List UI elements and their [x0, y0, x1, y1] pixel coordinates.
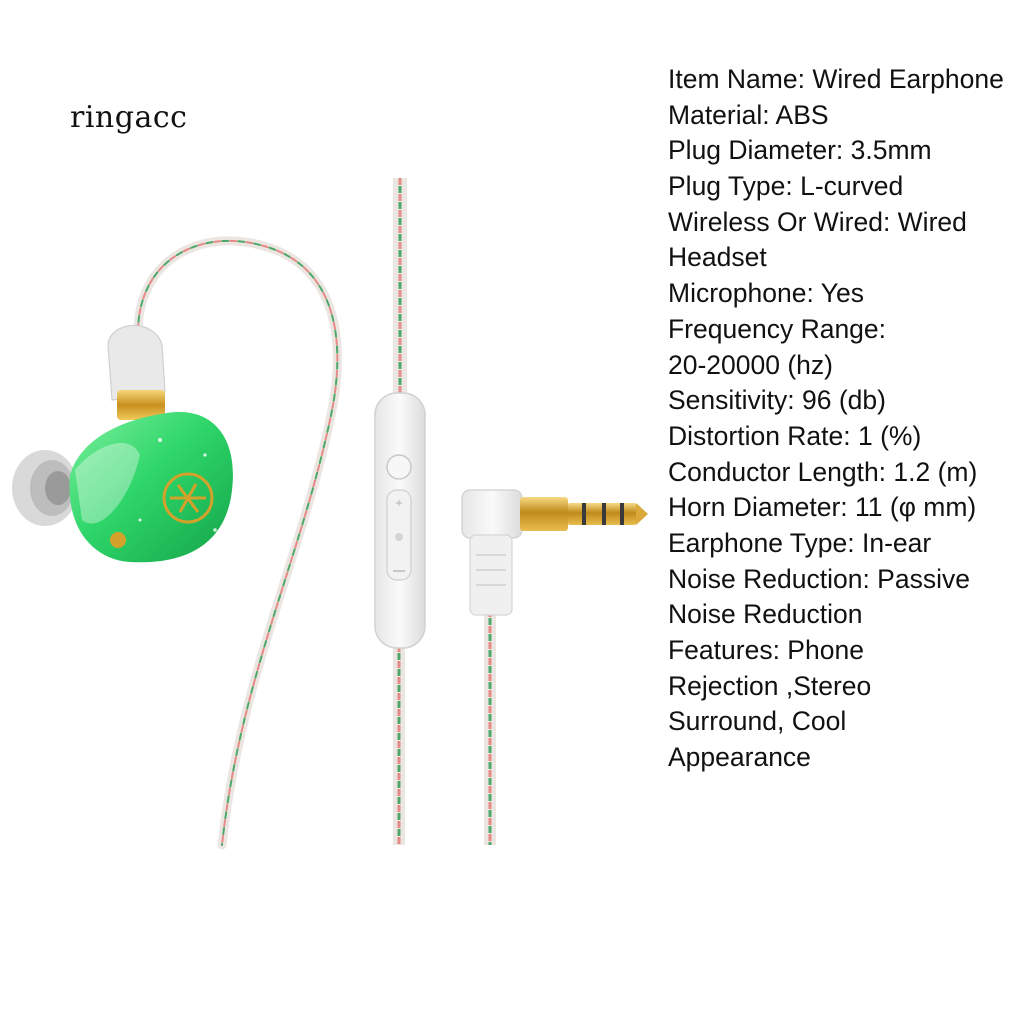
spec-list: Item Name: Wired Earphone Material: ABS … — [668, 62, 1024, 776]
earphone-shell — [69, 411, 233, 563]
brand-watermark: ringacc — [70, 100, 188, 135]
spec-frequency-range-value: 20-20000 (hz) — [668, 349, 833, 380]
spec-item-name: Item Name: Wired Earphone — [668, 64, 1004, 94]
audio-plug — [461, 489, 648, 616]
spec-features-cont-2: Surround, Cool — [668, 706, 847, 737]
spec-wireless-or-wired-cont: Headset — [668, 242, 767, 273]
spec-features-cont-3: Appearance — [668, 742, 811, 773]
earphone-stem — [107, 324, 166, 420]
earphone-product-image: + — [12, 178, 648, 850]
spec-microphone: Microphone: Yes — [668, 278, 864, 309]
spec-conductor-length: Conductor Length: 1.2 (m) — [668, 456, 978, 487]
spec-noise-reduction: Noise Reduction: Passive — [668, 563, 970, 594]
spec-plug-type: Plug Type: L-curved — [668, 171, 904, 202]
spec-wireless-or-wired: Wireless Or Wired: Wired — [668, 206, 967, 237]
spec-sensitivity: Sensitivity: 96 (db) — [668, 385, 886, 416]
microphone-remote: + — [374, 392, 426, 649]
spec-features-cont-1: Rejection ,Stereo — [668, 670, 872, 701]
spec-frequency-range: Frequency Range: — [668, 313, 887, 344]
spec-horn-diameter: Horn Diameter: 11 (φ mm) — [668, 492, 977, 523]
ear-tip — [12, 450, 78, 526]
spec-noise-reduction-cont: Noise Reduction — [668, 599, 863, 630]
earhook-cable — [133, 236, 342, 850]
spec-earphone-type: Earphone Type: In-ear — [668, 527, 932, 558]
spec-features: Features: Phone — [668, 635, 864, 665]
svg-text:+: + — [395, 498, 403, 509]
spec-material: Material: ABS — [668, 99, 829, 130]
spec-plug-diameter: Plug Diameter: 3.5mm — [668, 135, 932, 166]
spec-distortion-rate: Distortion Rate: 1 (%) — [668, 420, 922, 451]
